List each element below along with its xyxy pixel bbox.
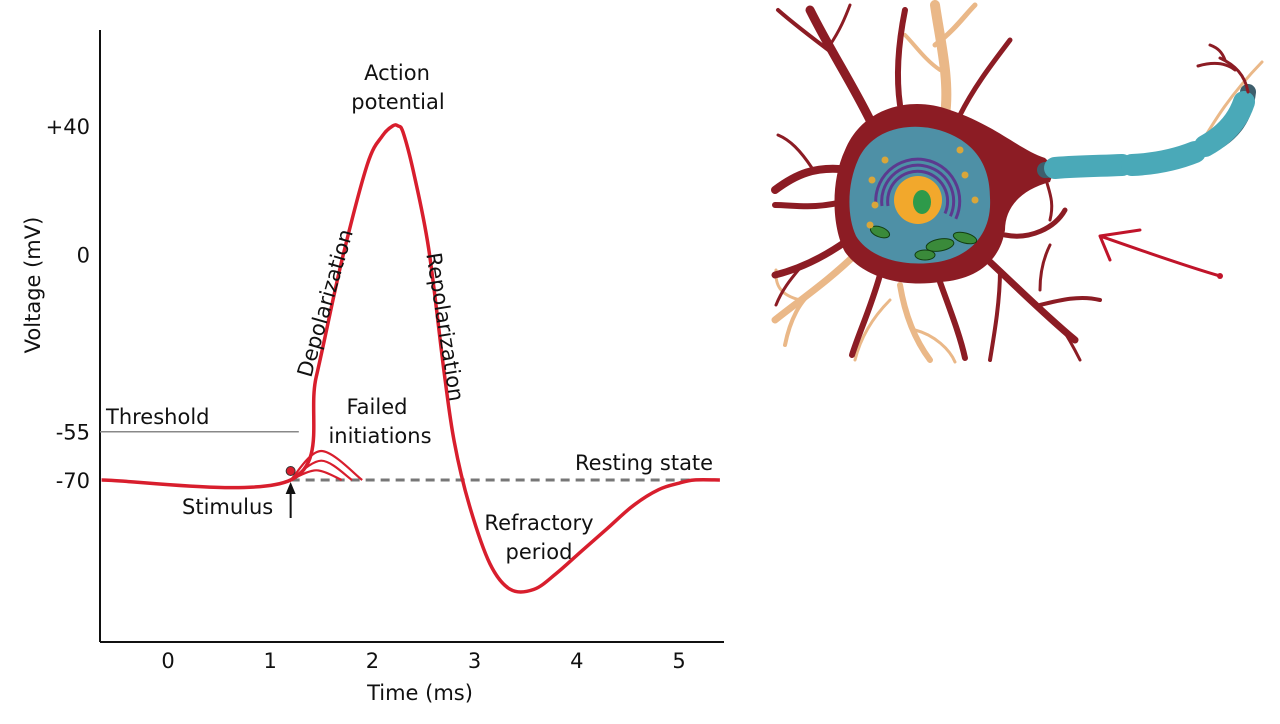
y-tick-label: -70 <box>56 469 90 493</box>
x-tick-label: 1 <box>264 649 277 673</box>
annotation-refractory: Refractory <box>484 511 593 535</box>
annotation-period: period <box>506 540 573 564</box>
x-tick-label: 4 <box>570 649 583 673</box>
annotation-resting-state: Resting state <box>575 451 713 475</box>
x-tick-label: 0 <box>161 649 174 673</box>
x-axis-label: Time (ms) <box>366 681 473 705</box>
failed-initiation-curve <box>289 449 363 481</box>
action-potential-curve <box>101 123 720 594</box>
x-tick-label: 2 <box>366 649 379 673</box>
annotation-threshold: Threshold <box>105 405 210 429</box>
y-tick-label: 0 <box>77 244 90 268</box>
annotation-potential: potential <box>351 90 444 114</box>
annotation-initiations: initiations <box>328 424 431 448</box>
annotation-repolarization: Repolarization <box>421 251 468 403</box>
chart: 0 1 2 3 4 5 +40 0 -55 -70 Voltage (mV) Time (ms)… <box>21 30 724 705</box>
neuron-icon <box>771 0 1264 364</box>
y-tick-label: +40 <box>46 115 90 139</box>
annotation-stimulus: Stimulus <box>182 495 273 519</box>
y-tick-label: -55 <box>56 421 90 445</box>
stimulus-point <box>285 466 296 476</box>
annotation-action: Action <box>364 61 430 85</box>
arrow-icon <box>1098 228 1223 279</box>
x-tick-label: 5 <box>672 649 685 673</box>
y-axis-label: Voltage (mV) <box>21 217 45 354</box>
stimulus-arrowhead-icon <box>285 482 296 494</box>
annotation-failed: Failed <box>347 395 408 419</box>
x-tick-label: 3 <box>468 649 481 673</box>
annotation-depolarization: Depolarization <box>293 226 358 379</box>
